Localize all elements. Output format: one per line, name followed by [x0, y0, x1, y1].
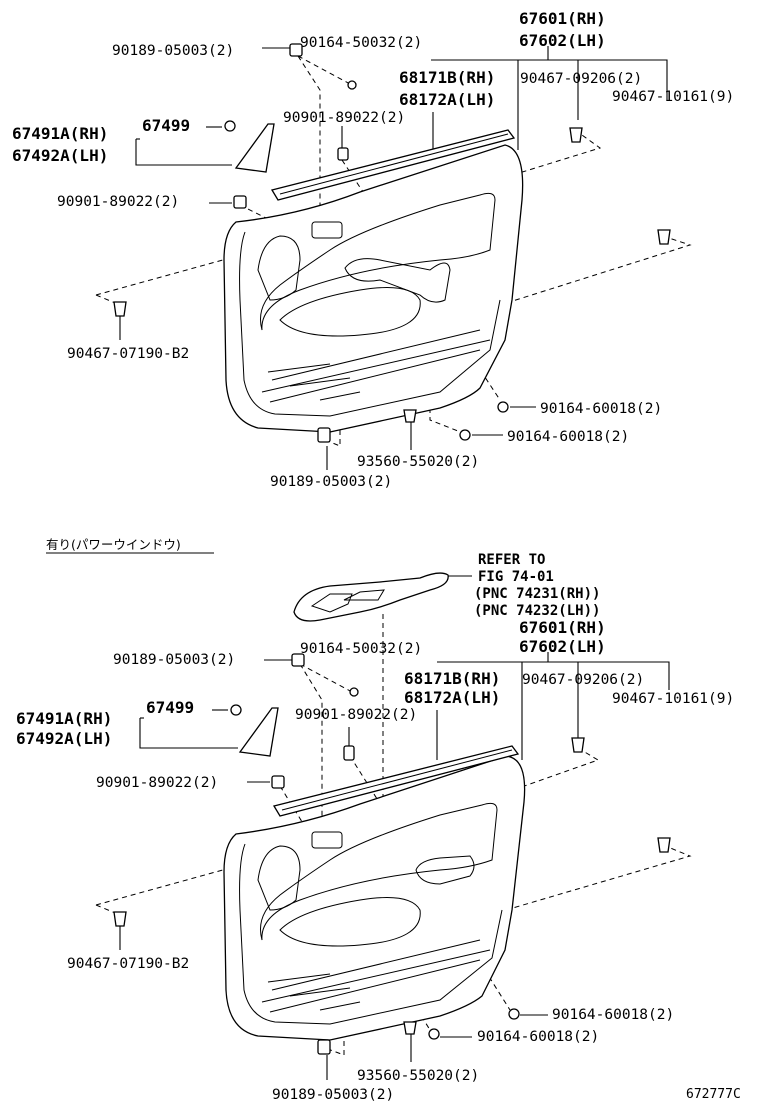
label-90164-60018-lower[interactable]: 90164-60018(2): [507, 429, 629, 445]
section-note-power-window: 有り(パワーウインドウ): [46, 537, 181, 552]
corner-cover-piece-b: [238, 707, 279, 757]
label-90467-10161[interactable]: 90467-10161(9): [612, 89, 734, 105]
bottom-fastener-clips: [113, 653, 671, 1055]
label-90467-07190-b2[interactable]: 90467-07190-B2: [67, 346, 189, 362]
top-fastener-clips: [113, 43, 671, 443]
label-90901-89022-lower[interactable]: 90901-89022(2): [57, 194, 179, 210]
label-68171b-rh-b[interactable]: 68171B(RH): [404, 669, 500, 688]
label-90164-60018-lower-b[interactable]: 90164-60018(2): [477, 1029, 599, 1045]
refer-to-line-4[interactable]: (PNC 74232(LH)): [474, 603, 600, 619]
top-diagram: 67601(RH) 67602(LH) 90189-05003(2) 90164…: [12, 9, 734, 490]
label-90164-60018-upper-b[interactable]: 90164-60018(2): [552, 1007, 674, 1023]
label-90189-05003[interactable]: 90189-05003(2): [112, 43, 234, 59]
label-90467-07190-b2-b[interactable]: 90467-07190-B2: [67, 956, 189, 972]
refer-to-line-3[interactable]: (PNC 74231(RH)): [474, 586, 600, 602]
label-90164-50032-b[interactable]: 90164-50032(2): [300, 641, 422, 657]
label-67492a-lh[interactable]: 67492A(LH): [12, 146, 108, 165]
label-90901-89022-upper[interactable]: 90901-89022(2): [283, 110, 405, 126]
power-window-switch-base: [293, 572, 449, 622]
label-68172a-lh[interactable]: 68172A(LH): [399, 90, 495, 109]
label-67499-b[interactable]: 67499: [146, 698, 194, 717]
label-93560-55020[interactable]: 93560-55020(2): [357, 454, 479, 470]
label-90189-05003-b[interactable]: 90189-05003(2): [113, 652, 235, 668]
label-90467-09206-b[interactable]: 90467-09206(2): [522, 672, 644, 688]
label-68171b-rh[interactable]: 68171B(RH): [399, 68, 495, 87]
label-90467-10161-b[interactable]: 90467-10161(9): [612, 691, 734, 707]
label-90901-89022-upper-b[interactable]: 90901-89022(2): [295, 707, 417, 723]
corner-cover-piece: [234, 123, 275, 173]
label-67492a-lh-b[interactable]: 67492A(LH): [16, 729, 112, 748]
label-67602-lh[interactable]: 67602(LH): [519, 31, 606, 50]
label-67499[interactable]: 67499: [142, 116, 190, 135]
label-67601-rh-b[interactable]: 67601(RH): [519, 618, 606, 637]
label-68172a-lh-b[interactable]: 68172A(LH): [404, 688, 500, 707]
label-67601-rh[interactable]: 67601(RH): [519, 9, 606, 28]
door-belt-weatherstrip: [270, 129, 516, 201]
label-93560-55020-b[interactable]: 93560-55020(2): [357, 1068, 479, 1084]
refer-to-line-1[interactable]: REFER TO: [478, 552, 545, 568]
label-67491a-rh-b[interactable]: 67491A(RH): [16, 709, 112, 728]
label-67491a-rh[interactable]: 67491A(RH): [12, 124, 108, 143]
refer-to-line-2[interactable]: FIG 74-01: [478, 569, 554, 585]
label-67602-lh-b[interactable]: 67602(LH): [519, 637, 606, 656]
label-90164-60018-upper[interactable]: 90164-60018(2): [540, 401, 662, 417]
bottom-diagram: REFER TO FIG 74-01 (PNC 74231(RH)) (PNC …: [16, 552, 734, 1103]
figure-code: 672777C: [686, 1087, 741, 1102]
label-90901-89022-lower-b[interactable]: 90901-89022(2): [96, 775, 218, 791]
door-belt-weatherstrip-b: [272, 745, 520, 817]
label-90189-05003-bottom[interactable]: 90189-05003(2): [270, 474, 392, 490]
label-90189-05003-bottom-b[interactable]: 90189-05003(2): [272, 1087, 394, 1103]
label-90467-09206[interactable]: 90467-09206(2): [520, 71, 642, 87]
label-90164-50032[interactable]: 90164-50032(2): [300, 35, 422, 51]
